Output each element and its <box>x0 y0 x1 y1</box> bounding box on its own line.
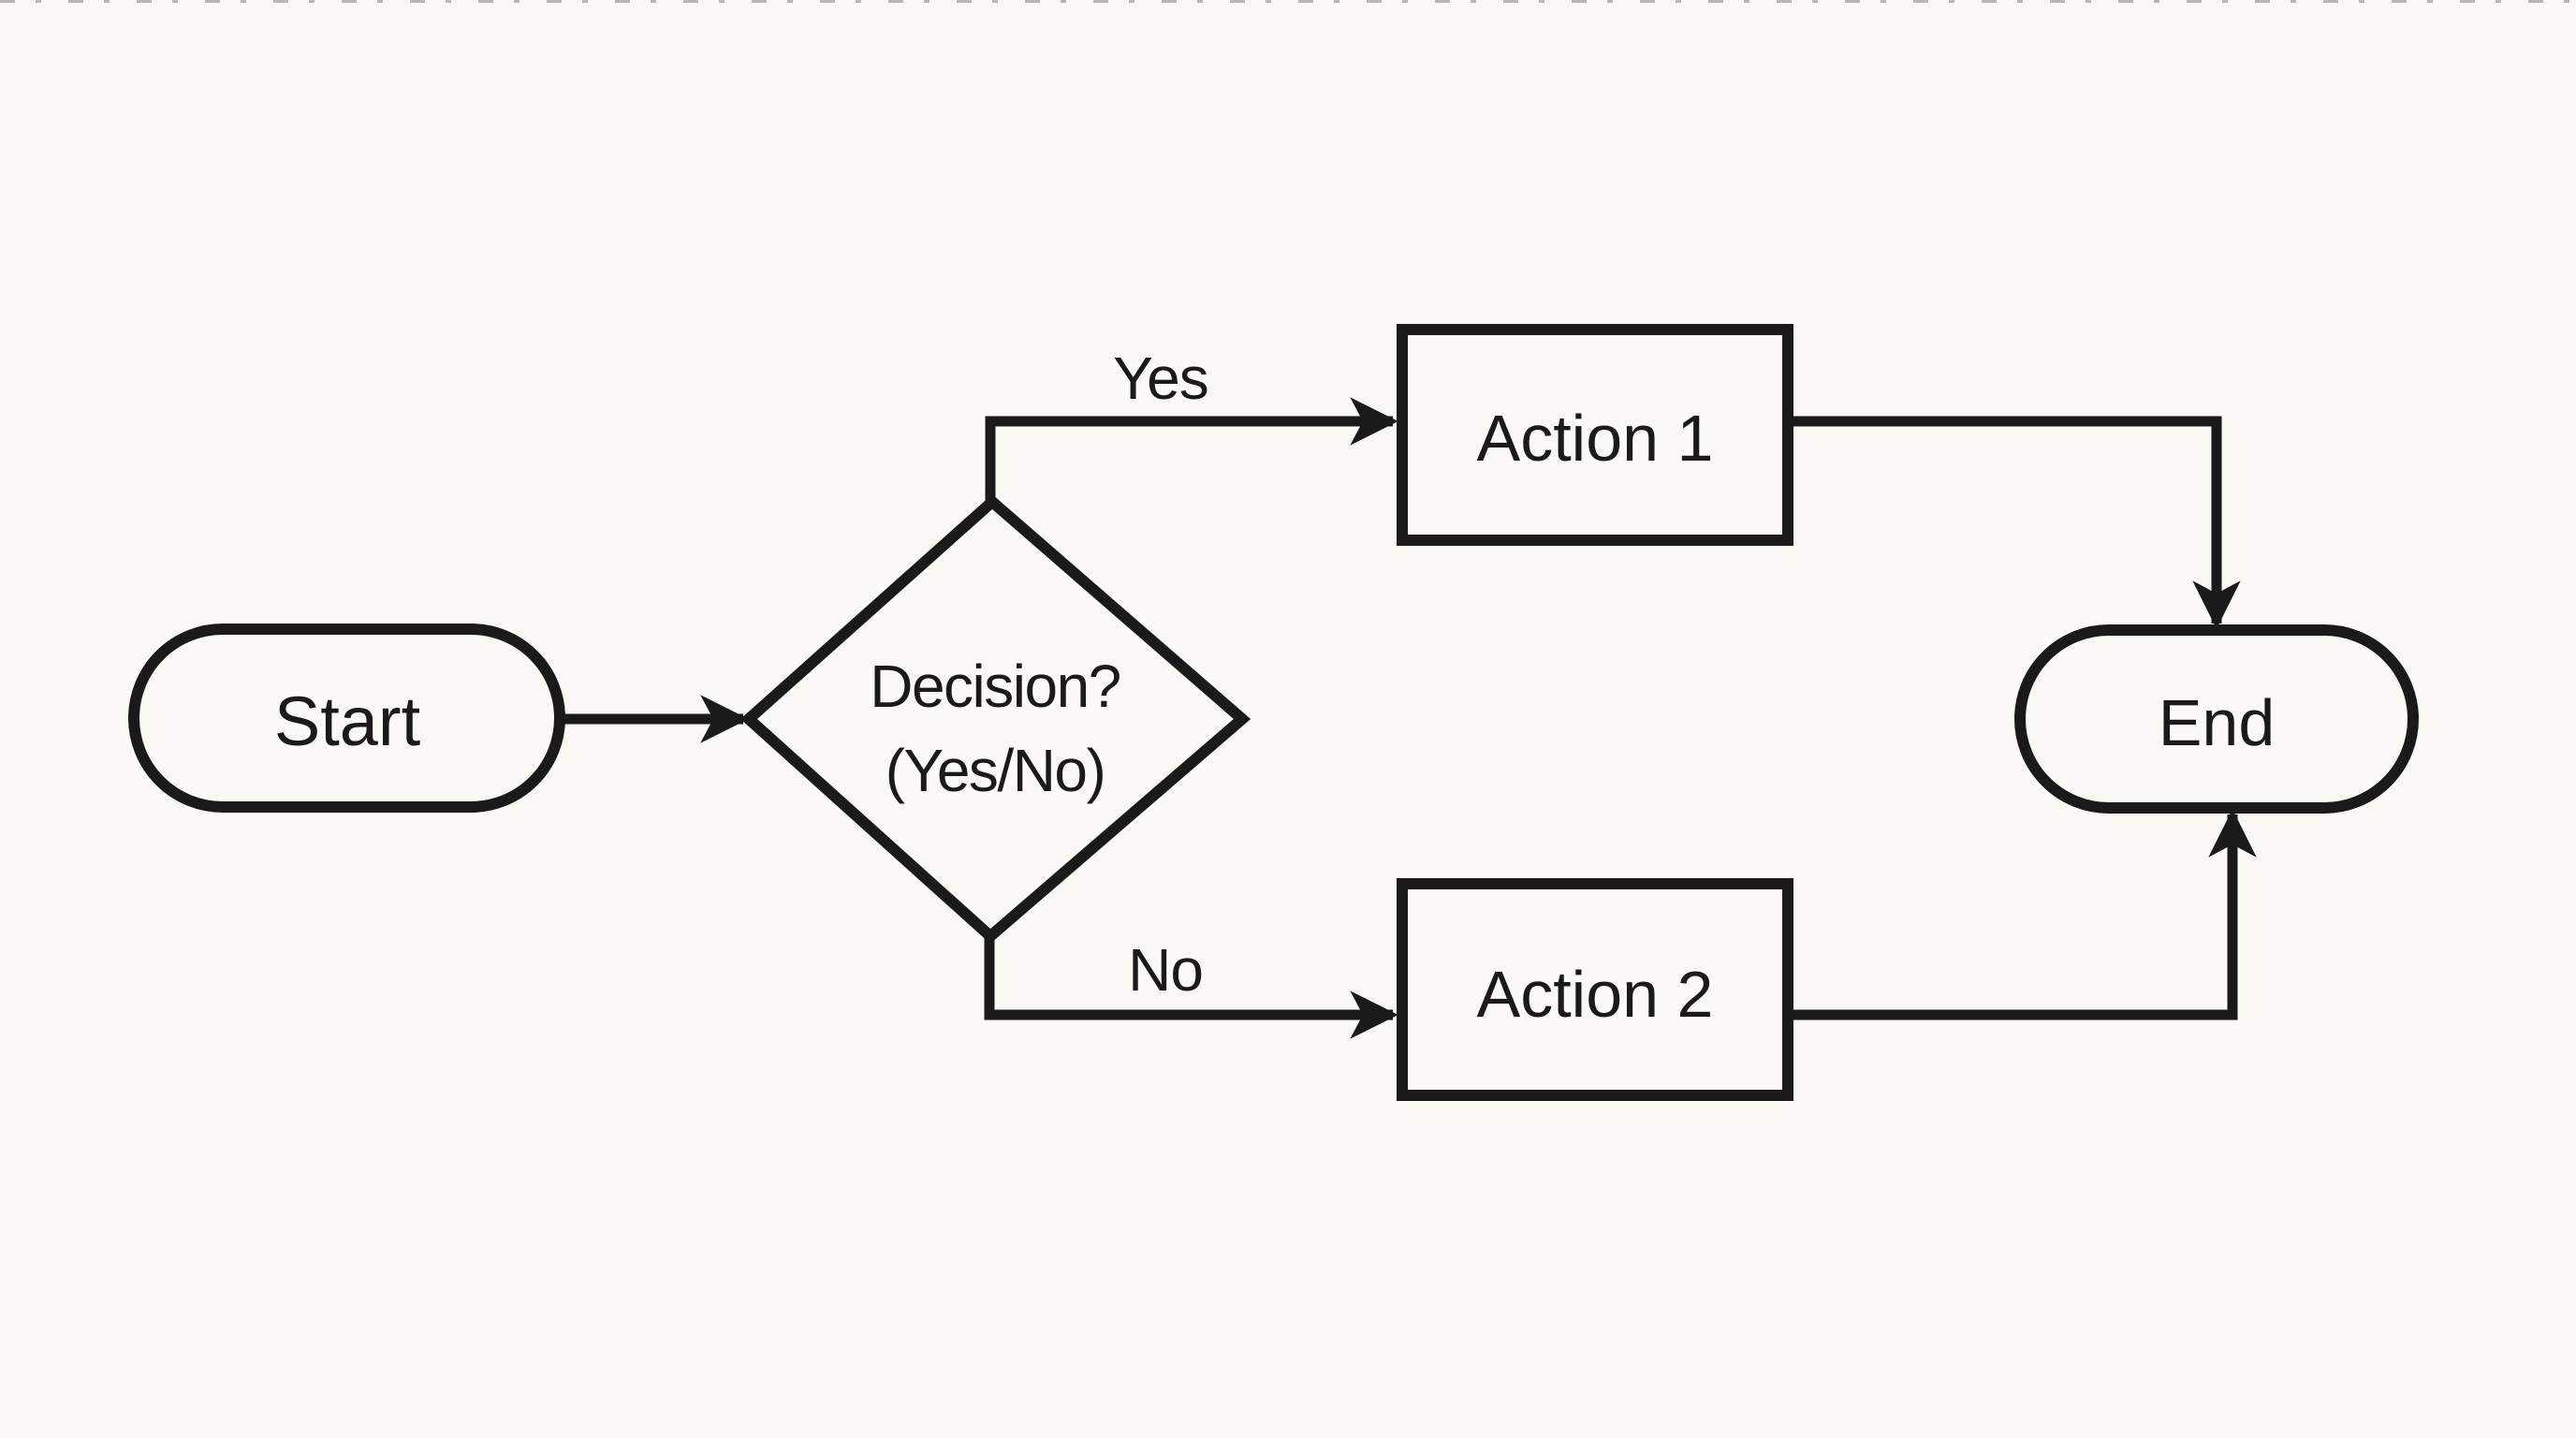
action1-node <box>1397 324 1793 546</box>
decision-node <box>740 494 1251 944</box>
action1-label: Action 1 <box>1477 402 1714 475</box>
decision-label-line2: (Yes/No) <box>886 737 1105 804</box>
no-edge-label: No <box>1128 936 1203 1004</box>
top-edge-artifact <box>0 0 2576 3</box>
end-node <box>2014 624 2419 814</box>
edge-action1-to-end <box>1788 416 2241 629</box>
end-label: End <box>2159 686 2276 759</box>
edge-decision-to-action1 <box>985 397 1398 502</box>
yes-edge-label: Yes <box>1113 345 1208 412</box>
start-node <box>128 624 565 813</box>
action2-node <box>1397 878 1793 1101</box>
decision-label-line1: Decision? <box>870 653 1120 720</box>
start-label: Start <box>274 682 421 760</box>
edge-decision-to-action2 <box>984 936 1398 1039</box>
action2-label: Action 2 <box>1477 958 1714 1031</box>
edge-action2-to-end <box>1788 809 2257 1020</box>
